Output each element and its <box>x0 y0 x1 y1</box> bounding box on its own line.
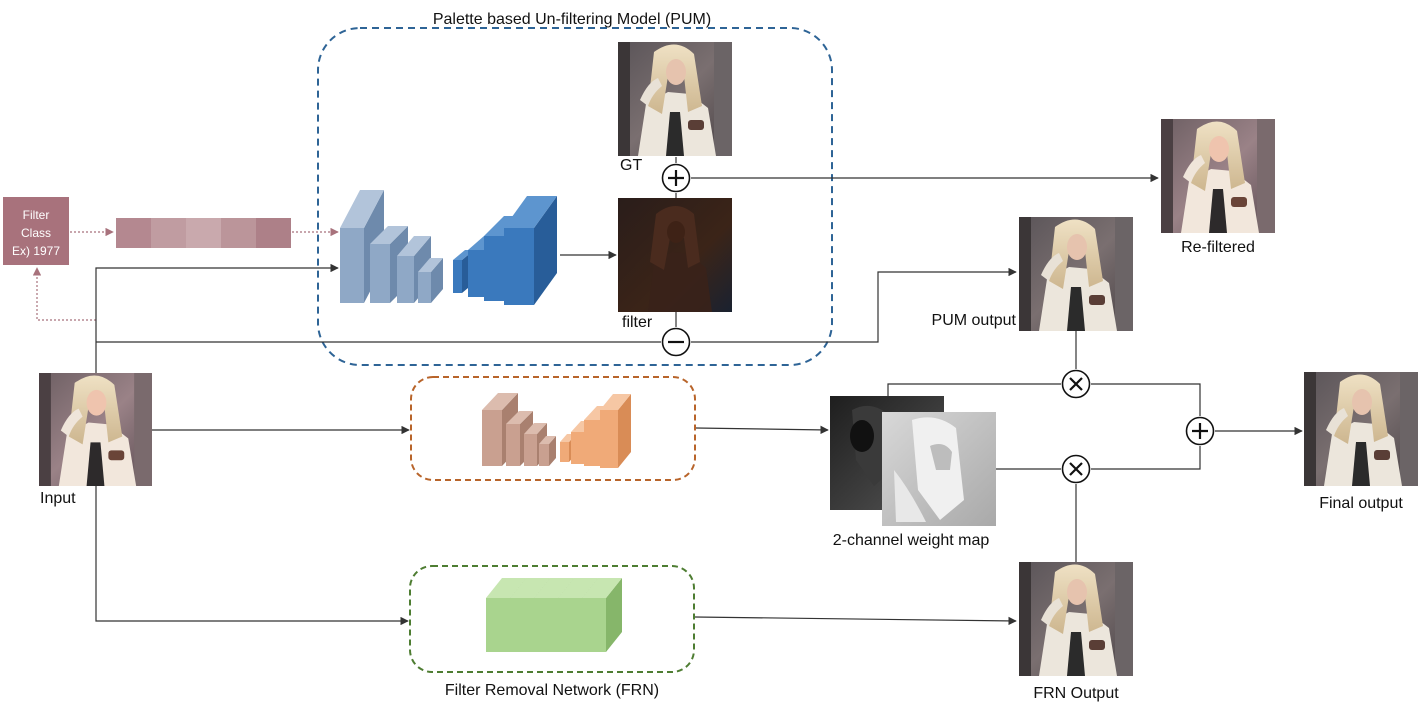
filter-label: filter <box>622 314 653 331</box>
pum-output-image <box>1019 217 1133 331</box>
filter-image <box>618 198 732 312</box>
gt-image <box>618 42 732 156</box>
input-trunk-up <box>95 263 339 373</box>
re-filtered-image <box>1161 119 1275 233</box>
top-multiply-op <box>1061 369 1091 399</box>
map-dark-to-multiply-wire <box>887 383 1061 396</box>
frn-output-image <box>1019 562 1133 676</box>
frn-to-output-arrow <box>694 616 1017 626</box>
pum-title: Palette based Un-filtering Model (PUM) <box>433 11 711 28</box>
filter-class-line3: Ex) 1977 <box>12 244 60 258</box>
input-image <box>39 373 152 486</box>
pum-output-label: PUM output <box>932 312 1017 329</box>
weight-net-encoder <box>482 393 556 466</box>
final-output-label: Final output <box>1319 495 1403 512</box>
filter-minus-op <box>661 327 691 357</box>
input-to-frn-arrow <box>95 486 409 626</box>
frn-blocks <box>486 578 622 652</box>
weight-net-decoder <box>560 394 631 468</box>
gt-plus-op <box>661 163 691 193</box>
weight-net-to-map-arrow <box>695 425 829 435</box>
frn-container <box>409 565 695 673</box>
minus-to-pum-output-arrow <box>691 267 1017 343</box>
pum-decoder <box>453 196 557 305</box>
re-filtered-label: Re-filtered <box>1181 239 1255 256</box>
top-multiply-to-sum-wire <box>1091 383 1201 416</box>
frn-title: Filter Removal Network (FRN) <box>445 682 659 699</box>
filter-class-line1: Filter <box>23 208 50 222</box>
input-label: Input <box>40 490 76 507</box>
input-to-class-arrow <box>32 267 96 321</box>
sum-plus-op <box>1185 416 1215 446</box>
weight-map-label: 2-channel weight map <box>833 532 990 549</box>
pum-container <box>317 27 833 366</box>
filter-class-box: Filter Class Ex) 1977 <box>3 197 69 265</box>
weight-net-container <box>410 376 696 481</box>
filter-class-line2: Class <box>21 226 51 240</box>
bottom-multiply-op <box>1061 454 1091 484</box>
frn-output-label: FRN Output <box>1033 685 1119 702</box>
pum-encoder <box>340 190 443 303</box>
final-output-image <box>1304 372 1418 486</box>
bottom-multiply-to-sum-wire <box>1091 446 1201 470</box>
weight-map-channel-light <box>882 412 996 526</box>
gt-label: GT <box>620 157 642 174</box>
embedding-strip <box>116 218 291 248</box>
